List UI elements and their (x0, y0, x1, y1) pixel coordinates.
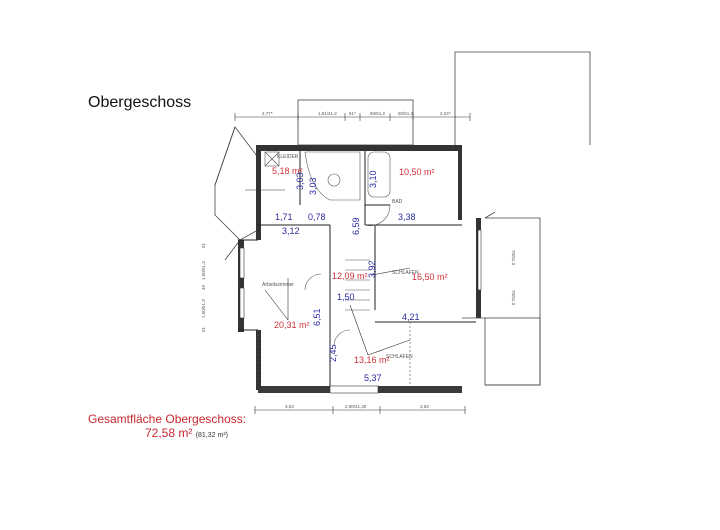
total-area-value: 72,58 m² (145, 426, 193, 440)
room-area-arbeitszimmer: 20,31 m² (274, 320, 310, 330)
room-area-kleider: 5,18 m² (272, 166, 303, 176)
dim-side-5: 51 (201, 242, 206, 248)
dim-top-4: 50/51,2 (370, 111, 386, 116)
measure-1: 3,03 (295, 172, 305, 190)
measure-3: 3,10 (368, 170, 378, 188)
room-name-arbeitszimmer: Arbeitszimmer (262, 282, 294, 288)
dim-side-4: 1,50/51,3 (201, 261, 206, 280)
room-name-schlafen-2: SCHLAFEN (386, 354, 413, 360)
dim-right-2: 75/51,3 (511, 290, 516, 306)
room-area-flur: 12,09 m² (332, 271, 368, 281)
measure-2: 3,03 (308, 177, 318, 195)
room-name-schlafen-1: SCHLAFEN (392, 270, 419, 276)
dim-side-3: 49 (201, 284, 206, 290)
measure-7: 3,12 (282, 226, 300, 236)
measure-8: 6,59 (351, 217, 361, 235)
measurements: 3,03 3,03 3,10 3,38 1,71 0,78 3,12 6,59 … (275, 170, 420, 383)
bottom-dimension-line (254, 406, 466, 414)
measure-11: 6,51 (312, 308, 322, 326)
total-area-label: Gesamtfläche Obergeschoss: (88, 412, 247, 426)
dim-right-1: 75/51,3 (511, 250, 516, 266)
top-dimension-line (234, 113, 471, 121)
total-area-gross: (81,32 m²) (195, 432, 228, 439)
room-area-bad: 10,50 m² (399, 167, 435, 177)
measure-12: 4,21 (402, 312, 420, 322)
dim-side-1: 51 (201, 326, 206, 332)
interior-walls (238, 151, 476, 386)
dim-bottom-1: 3,63 (285, 404, 294, 409)
dim-bottom-3: 3,63 (420, 404, 429, 409)
room-name-kleider: KLEIDER (277, 154, 299, 160)
measure-5: 1,71 (275, 212, 293, 222)
page-title: Obergeschoss (88, 94, 192, 111)
dim-top-1: 2,77⁵ (262, 111, 273, 116)
room-labels: KLEIDER 5,18 m² BAD 10,50 m² Arbeitszimm… (262, 154, 448, 365)
measure-10: 1,50 (337, 292, 355, 302)
walls (238, 145, 482, 394)
measure-14: 5,37 (364, 373, 382, 383)
room-area-schlafen-1: 16,50 m² (412, 272, 448, 282)
measure-9: 3,92 (367, 260, 377, 278)
dim-side-2: 1,50/51,3 (201, 299, 206, 318)
room-area-schlafen-2: 13,16 m² (354, 355, 390, 365)
dim-top-5: 50/51,2 (398, 111, 414, 116)
stairs (257, 151, 411, 386)
dim-top-3: 61⁵ (349, 111, 356, 116)
dim-top-6: 2,24⁵ (440, 111, 451, 116)
measure-4: 3,38 (398, 212, 416, 222)
measure-13: 2,45 (328, 344, 338, 362)
electrical-lines (245, 189, 411, 356)
room-name-bad: BAD (392, 199, 403, 205)
dim-bottom-2: 2,00/41,30 (345, 404, 367, 409)
dim-top-2: 1,81/41,2 (318, 111, 337, 116)
measure-6: 0,78 (308, 212, 326, 222)
total-area: 72,58 m² (81,32 m²) (145, 426, 228, 440)
